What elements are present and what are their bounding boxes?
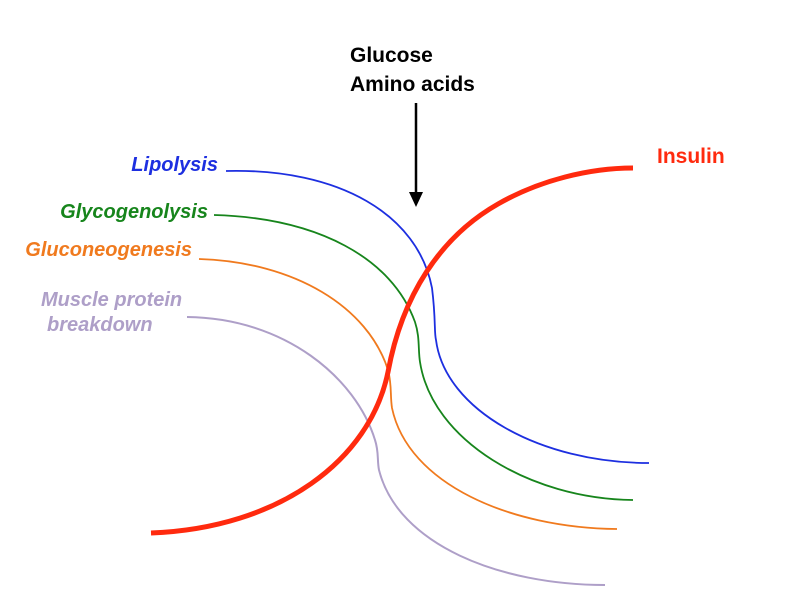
muscle-protein-breakdown-curve: [186, 316, 606, 586]
insulin-label: Insulin: [657, 145, 725, 168]
gluconeogenesis-label: Gluconeogenesis: [25, 239, 192, 261]
stimulus-amino-acids-text: Amino acids: [350, 73, 475, 96]
muscle-protein-breakdown-label: Muscle protein breakdown: [41, 288, 182, 338]
stimulus-arrow: [409, 103, 423, 207]
insulin-curve: [150, 165, 634, 536]
gluconeogenesis-curve: [198, 258, 618, 530]
muscle-protein-label-line1: Muscle protein: [41, 289, 183, 311]
glycogenolysis-curve: [213, 214, 634, 501]
lipolysis-label: Lipolysis: [131, 154, 218, 176]
stimulus-label: Glucose Amino acids: [350, 41, 475, 99]
lipolysis-curve: [225, 170, 650, 464]
glycogenolysis-label: Glycogenolysis: [60, 201, 208, 223]
muscle-protein-label-line2: breakdown: [47, 314, 153, 336]
stimulus-glucose-text: Glucose: [350, 44, 433, 67]
